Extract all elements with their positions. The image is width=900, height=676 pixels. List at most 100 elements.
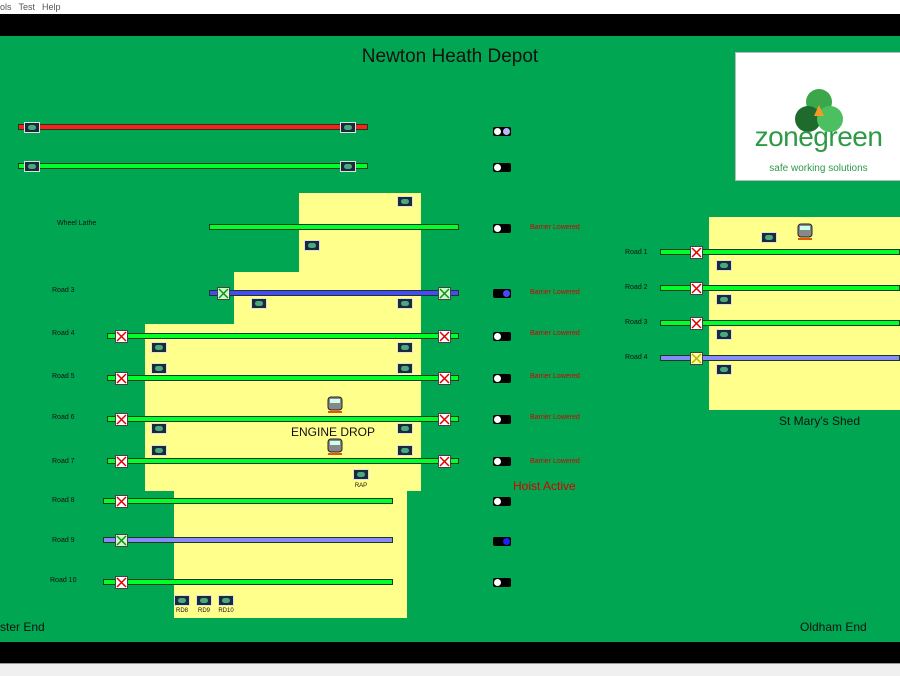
loco-icon [304,240,320,251]
shed-road-3-label: Road 3 [625,319,648,326]
engine-drop-label: ENGINE DROP [291,425,376,439]
left-end-label: ster End [0,620,45,634]
gate-closed-icon[interactable] [438,413,451,426]
engine-icon [327,438,343,456]
road-4-label: Road 4 [52,330,75,337]
engine-icon [327,396,343,414]
status-bar [0,663,900,676]
shed-road-1-label: Road 1 [625,249,648,256]
status-indicator [493,537,511,546]
status-indicator [493,415,511,424]
gate-closed-icon[interactable] [115,413,128,426]
road-5-label: Road 5 [52,373,75,380]
zonegreen-logo: zonegreen safe working solutions [735,52,900,181]
rd8-label: RD8 [175,608,188,614]
loco-icon [151,342,167,353]
loco-icon [151,423,167,434]
road-8-label: Road 8 [52,497,75,504]
status-indicator [493,289,511,298]
road-3-label: Road 3 [52,287,75,294]
gate-closed-icon[interactable] [438,455,451,468]
gate-open-icon[interactable] [115,534,128,547]
loco-icon [397,298,413,309]
loco-icon [716,294,732,305]
status-indicator [493,224,511,233]
track-road-4[interactable] [107,333,459,339]
logo-circles-icon [795,89,843,132]
engine-icon [797,223,813,241]
status-indicator [493,374,511,383]
gate-closed-icon[interactable] [438,330,451,343]
barrier-status: Barrier Lowered [530,224,580,231]
gate-open-icon[interactable] [438,287,451,300]
gate-closed-icon[interactable] [115,372,128,385]
rd9-label: RD9 [197,608,210,614]
loco-icon [151,445,167,456]
loco-icon [397,363,413,374]
status-indicator [493,578,511,587]
yard-area [145,324,421,491]
loco-icon [716,260,732,271]
st-marys-shed-label: St Mary's Shed [779,414,860,428]
track-road-5[interactable] [107,375,459,381]
track-road-9[interactable] [103,537,393,543]
loco-icon [716,329,732,340]
gate-pending-icon[interactable] [690,352,703,365]
track-top-2[interactable] [18,163,368,169]
loco-icon [716,364,732,375]
track-top-1[interactable] [18,124,368,130]
rd8-loco-icon [174,595,190,606]
rd10-label: RD10 [218,608,234,614]
track-road-7[interactable] [107,458,459,464]
hoist-active-label: Hoist Active [513,479,576,493]
status-indicator [493,163,511,172]
loco-icon [397,196,413,207]
menu-bar: ols Test Help [0,0,900,14]
menu-tools[interactable]: ols [0,2,12,12]
gate-open-icon[interactable] [217,287,230,300]
loco-icon [397,342,413,353]
gate-closed-icon[interactable] [690,317,703,330]
menu-test[interactable]: Test [18,2,36,12]
shed-road-4-label: Road 4 [625,354,648,361]
rd10-loco-icon [218,595,234,606]
gate-closed-icon[interactable] [690,282,703,295]
loco-icon [340,122,356,133]
gate-closed-icon[interactable] [690,246,703,259]
menu-help[interactable]: Help [42,2,61,12]
gate-closed-icon[interactable] [115,495,128,508]
track-road-10[interactable] [103,579,393,585]
rd9-loco-icon [196,595,212,606]
gate-closed-icon[interactable] [115,576,128,589]
track-road-6[interactable] [107,416,459,422]
road-7-label: Road 7 [52,458,75,465]
shed-road-2-label: Road 2 [625,284,648,291]
right-end-label: Oldham End [800,620,867,634]
status-indicator [493,497,511,506]
barrier-status: Barrier Lowered [530,373,580,380]
loco-icon [151,363,167,374]
rap-label: RAP [354,483,368,489]
track-road-3[interactable] [209,290,459,296]
yard-area [174,491,407,618]
road-6-label: Road 6 [52,414,75,421]
gate-closed-icon[interactable] [115,455,128,468]
logo-word: zonegreen [754,121,883,152]
top-band [0,14,900,36]
rap-loco-icon [353,469,369,480]
track-wheel-lathe[interactable] [209,224,459,230]
page-title: Newton Heath Depot [361,46,539,67]
loco-icon [24,161,40,172]
gate-closed-icon[interactable] [115,330,128,343]
loco-icon [251,298,267,309]
logo-tagline: safe working solutions [769,163,868,174]
loco-icon [397,423,413,434]
loco-icon [340,161,356,172]
barrier-status: Barrier Lowered [530,414,580,421]
gate-closed-icon[interactable] [438,372,451,385]
track-road-8[interactable] [103,498,393,504]
road-9-label: Road 9 [52,537,75,544]
status-indicator [493,332,511,341]
status-indicator [493,127,511,136]
barrier-status: Barrier Lowered [530,289,580,296]
